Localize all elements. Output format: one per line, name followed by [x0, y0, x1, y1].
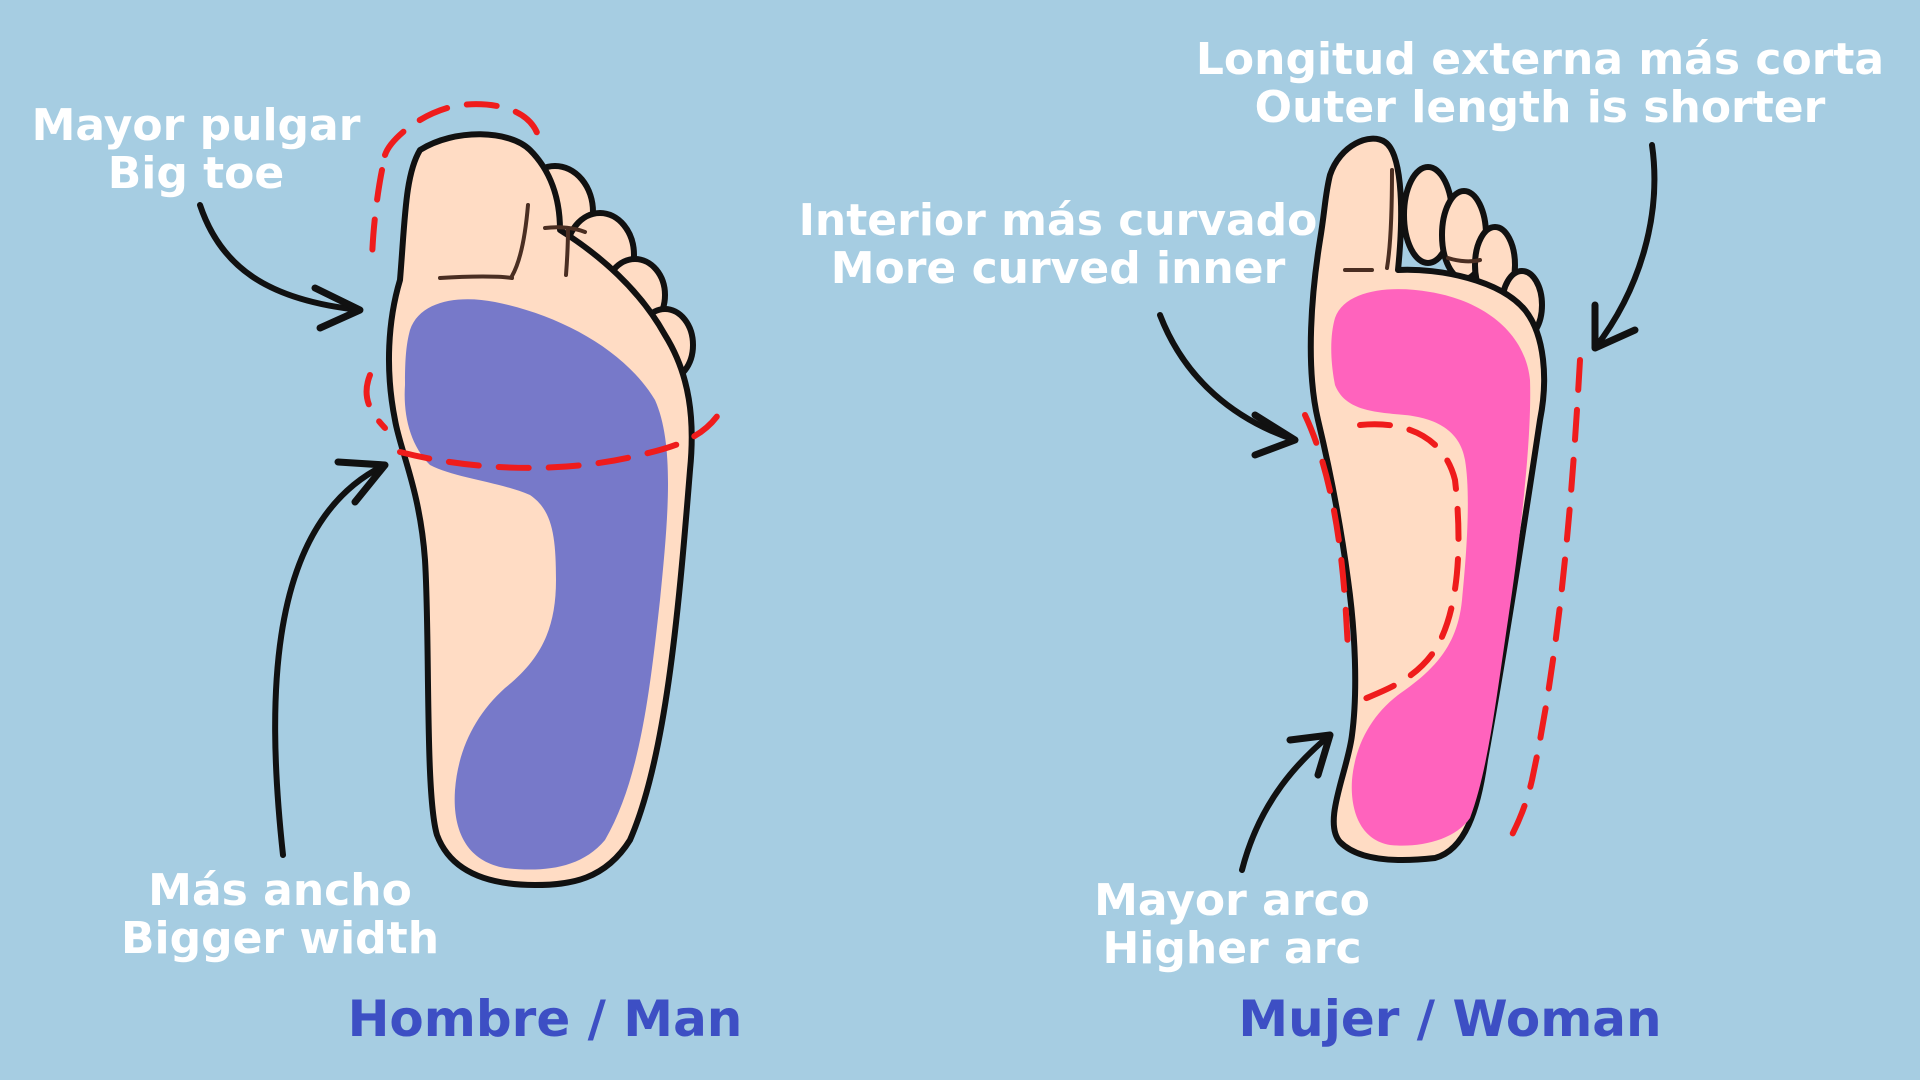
man-toe-crease — [438, 274, 514, 280]
man-toe-crease-3 — [564, 226, 570, 277]
woman-arch-label-es: Mayor arco — [1094, 875, 1370, 926]
man-heel-side-highlight — [363, 372, 388, 431]
man-width-arrow-head — [334, 458, 389, 506]
woman-inner-curve-arrow — [1157, 312, 1298, 443]
woman-outer-length-label-es: Longitud externa más corta — [1196, 34, 1884, 85]
man-width-arrow — [272, 462, 388, 858]
woman-outer-length-label-en: Outer length is shorter — [1255, 82, 1826, 133]
woman-arch-arrow — [1239, 732, 1333, 873]
man-width-label-en: Bigger width — [121, 913, 439, 964]
man-pressure-pad — [404, 299, 669, 870]
woman-inner-curve-highlight — [1302, 412, 1351, 653]
man-annotations: Mayor pulgar Big toe Más ancho Bigger wi… — [32, 100, 743, 1048]
woman-toe-crease-2 — [1446, 256, 1482, 264]
woman-inner-curve-label-es: Interior más curvado — [799, 195, 1318, 246]
woman-toe-gap — [1385, 168, 1394, 270]
woman-foot — [1157, 135, 1658, 873]
man-big-toe-label-en: Big toe — [108, 148, 285, 199]
man-foot — [197, 101, 721, 888]
man-bigtoe-arrow-head — [311, 284, 364, 332]
woman-outer-length-arrow-head — [1591, 301, 1639, 352]
woman-arch-label-en: Higher arc — [1102, 923, 1361, 974]
man-width-label-es: Más ancho — [148, 865, 412, 916]
man-toe-gap — [510, 203, 530, 278]
man-bigtoe-side-highlight — [369, 167, 385, 268]
man-big-toe-label-es: Mayor pulgar — [32, 100, 361, 151]
man-bigtoe-highlight — [382, 101, 543, 158]
man-width-highlight — [397, 412, 721, 471]
man-bigtoe-arrow — [197, 202, 363, 313]
woman-outer-length-arrow — [1592, 142, 1658, 351]
man-caption: Hombre / Man — [348, 990, 743, 1048]
woman-annotations: Longitud externa más corta Outer length … — [799, 34, 1885, 1048]
woman-arch-arrow-head — [1286, 731, 1334, 779]
woman-arch-highlight — [1357, 421, 1462, 703]
woman-caption: Mujer / Woman — [1238, 990, 1661, 1048]
woman-outer-length-highlight — [1502, 357, 1583, 851]
woman-pressure-pad — [1331, 289, 1531, 846]
woman-inner-curve-arrow-head — [1251, 411, 1299, 459]
woman-inner-curve-label-en: More curved inner — [831, 243, 1286, 294]
